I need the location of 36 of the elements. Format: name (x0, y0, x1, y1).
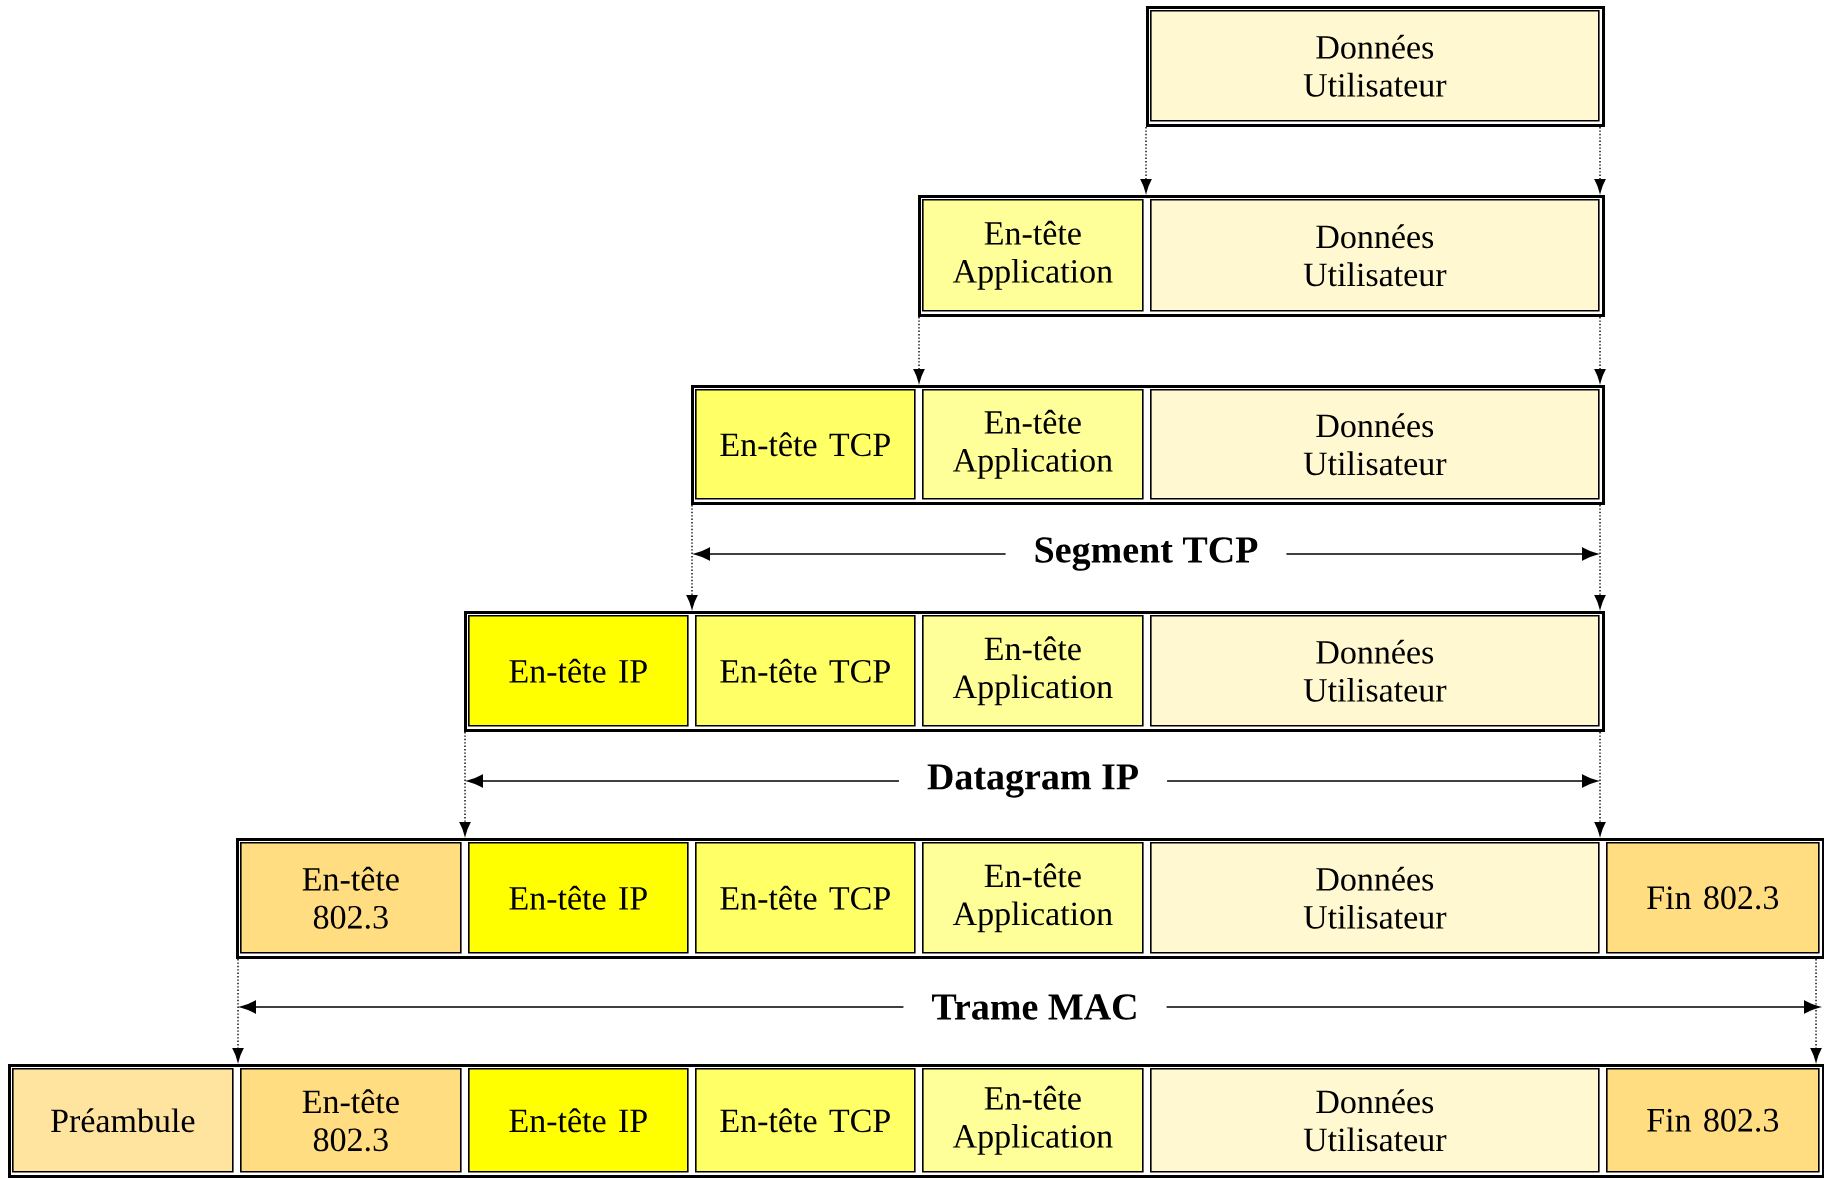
field-box: En-tête TCP (695, 615, 916, 727)
field-box: Fin 802.3 (1606, 1068, 1820, 1173)
field-box: En-tête 802.3 (240, 1068, 462, 1173)
arrow (459, 731, 471, 836)
field-box: Données Utilisateur (1150, 615, 1600, 727)
field-box: En-tête Application (922, 615, 1144, 727)
arrow (1594, 316, 1606, 383)
field-box: En-tête 802.3 (240, 842, 462, 954)
arrow (1594, 504, 1606, 609)
arrow (232, 958, 244, 1062)
dimension-label: Trame MAC (903, 990, 1167, 1024)
field-box: Données Utilisateur (1150, 10, 1600, 122)
field-box: Données Utilisateur (1150, 842, 1600, 954)
arrow (1594, 731, 1606, 836)
field-box: Données Utilisateur (1150, 199, 1600, 312)
dimension-label: Datagram IP (898, 760, 1168, 802)
field-box: En-tête Application (922, 199, 1144, 312)
field-box: En-tête Application (922, 389, 1144, 500)
field-box: Préambule (12, 1068, 234, 1173)
field-box: En-tête Application (922, 1068, 1144, 1173)
arrow (686, 504, 698, 609)
dimension-label: Segment TCP (1005, 533, 1287, 575)
field-box: En-tête IP (468, 615, 689, 727)
field-box: En-tête IP (468, 1068, 689, 1173)
field-box: Données Utilisateur (1150, 1068, 1600, 1173)
field-box: En-tête TCP (695, 389, 916, 500)
field-box: En-tête IP (468, 842, 689, 954)
field-box: Données Utilisateur (1150, 389, 1600, 500)
arrow (913, 316, 925, 383)
arrow (1810, 958, 1822, 1062)
arrow (1594, 126, 1606, 193)
field-box: En-tête Application (922, 842, 1144, 954)
arrow (1140, 126, 1152, 193)
field-box: En-tête TCP (695, 1068, 916, 1173)
field-box: Fin 802.3 (1606, 842, 1820, 954)
field-box: En-tête TCP (695, 842, 916, 954)
